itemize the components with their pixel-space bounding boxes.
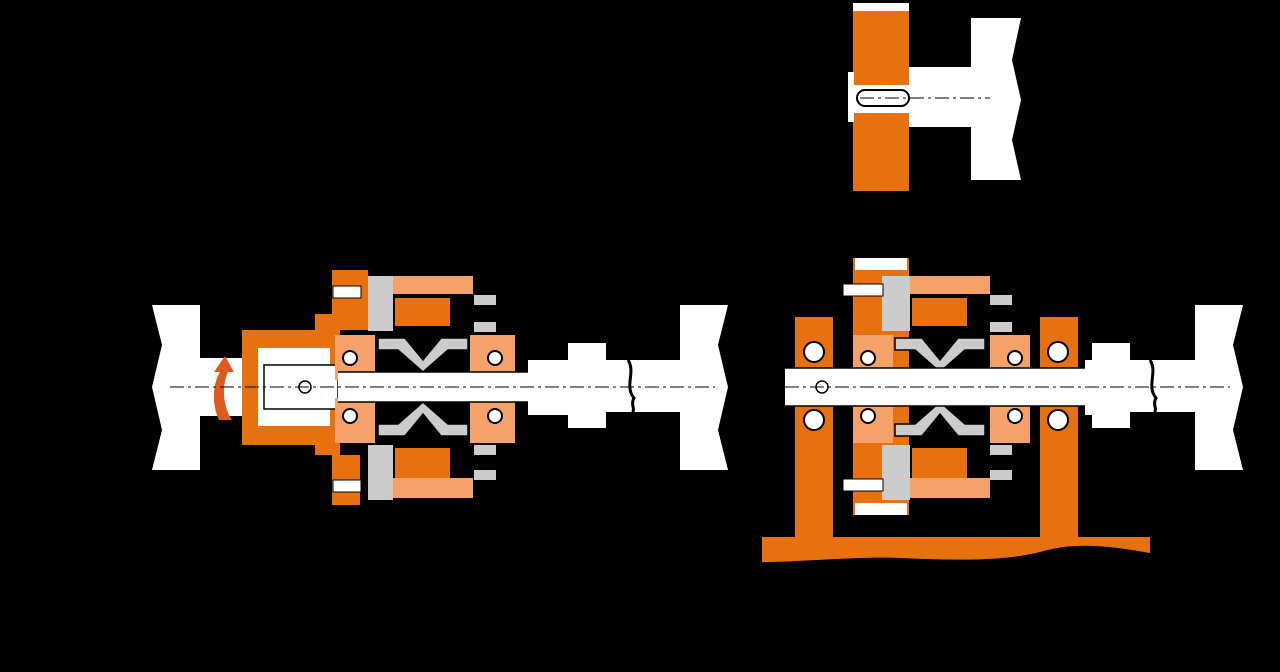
foot-mounted-view xyxy=(762,258,1243,562)
base-plate xyxy=(762,537,1150,562)
output-coupling-right xyxy=(1092,343,1130,428)
machine-housing-top xyxy=(971,18,1021,180)
pulley-detail-view xyxy=(848,3,1021,191)
left-assembly xyxy=(152,270,728,505)
output-coupling xyxy=(568,343,606,428)
rotation-arrow xyxy=(213,356,234,420)
